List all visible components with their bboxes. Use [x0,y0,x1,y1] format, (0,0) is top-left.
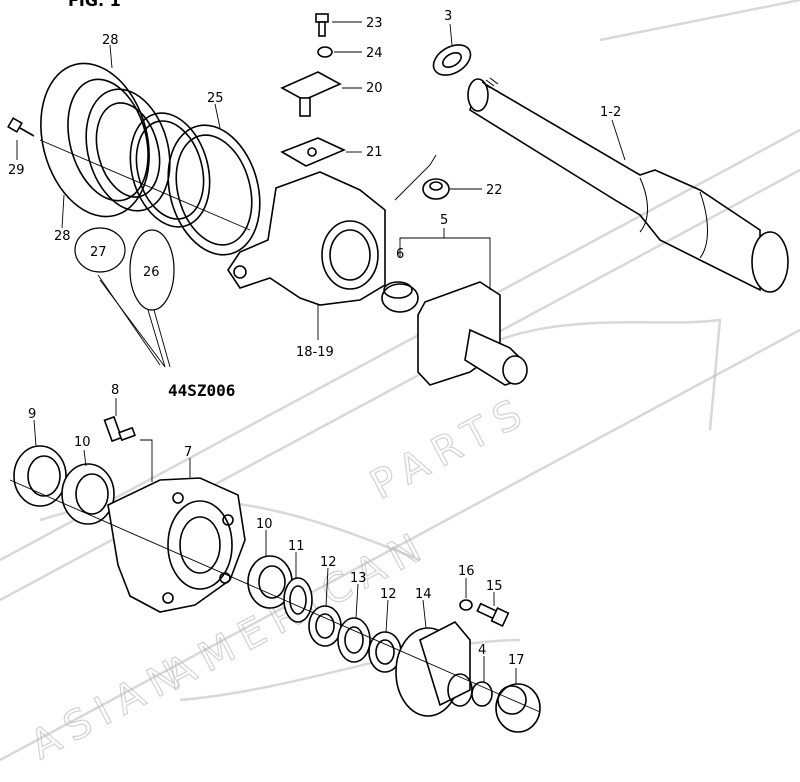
callout-12-second: 12 [380,587,397,602]
seal-3 [432,23,472,76]
callout-27: 27 [90,245,107,260]
callout-13: 13 [350,571,367,586]
seal-27 [85,88,171,212]
king-pin-20 [280,71,362,117]
callout-9: 9 [28,407,36,422]
assembly-axis-2 [9,479,541,713]
flange-14 [395,599,473,717]
callout-10-inner: 10 [256,517,273,532]
callout-1-2: 1-2 [600,105,621,120]
callout-23: 23 [366,16,383,31]
callout-15: 15 [486,579,503,594]
watermark-word-3: PARTS [363,387,538,509]
bolt-29 [7,117,35,160]
figure-title: FIG. 1 [68,0,121,10]
shim-21 [280,137,362,167]
cover-25 [167,103,261,256]
callout-20: 20 [366,81,383,96]
washer-16 [459,578,473,611]
lock-nut-12a [308,567,342,647]
bushing-6 [381,281,419,313]
spindle-5 [399,228,528,386]
cap-17 [495,668,541,733]
callout-28-bottom: 28 [54,229,71,244]
callout-12-first: 12 [320,555,337,570]
callout-29: 29 [8,163,25,178]
washer-11 [283,552,313,623]
callout-4: 4 [478,643,486,658]
snap-ring-4 [471,656,493,707]
seal-plate-28 [40,44,150,229]
bearing-22 [422,178,482,200]
steering-knuckle-18-19 [227,154,437,340]
callout-7: 7 [184,445,192,460]
highlight-26 [129,229,175,311]
callout-5: 5 [440,213,448,228]
leader-catalog-code [97,274,171,368]
callout-11: 11 [288,539,305,554]
lock-washer-13 [337,583,371,663]
callout-26: 26 [143,265,160,280]
callout-3: 3 [444,9,452,24]
bearing-10-inner [247,530,293,609]
callout-18-19: 18-19 [296,345,334,360]
callout-14: 14 [415,587,432,602]
bearing-10-outer [61,449,115,525]
callout-25: 25 [207,91,224,106]
callout-8: 8 [111,383,119,398]
bolt-15 [476,592,510,627]
catalog-code: 44SZ006 [168,381,235,400]
oil-seal-9 [13,419,67,507]
callout-10-outer: 10 [74,435,91,450]
hub-bolt-8 [103,398,136,443]
highlight-27 [74,227,126,273]
lock-nut-12b [368,599,402,673]
callout-28-top: 28 [102,33,119,48]
callout-22: 22 [486,183,503,198]
callout-17: 17 [508,653,525,668]
nut-24 [317,46,362,58]
callout-16: 16 [458,564,475,579]
callout-labels: 23 24 20 21 3 1-2 22 5 6 18-19 28 28 25 … [8,9,621,668]
callout-6: 6 [396,247,404,262]
assembly-axis-1 [39,139,251,231]
hub-7 [107,439,246,613]
callout-24: 24 [366,46,383,61]
bolt-23 [315,13,362,37]
callout-21: 21 [366,145,383,160]
axle-shaft [467,77,789,293]
